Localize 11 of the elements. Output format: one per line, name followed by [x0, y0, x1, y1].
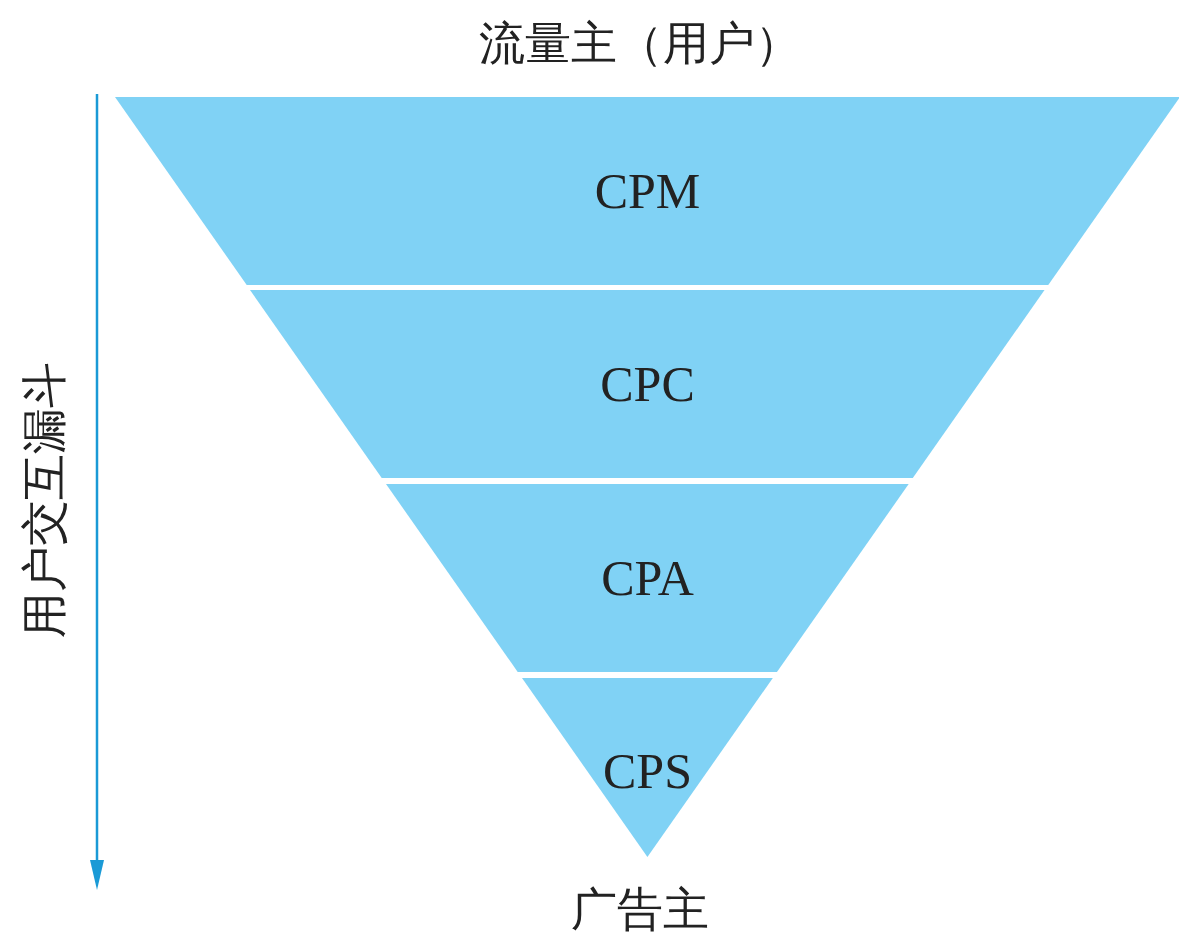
stage-label: CPA	[600, 549, 695, 608]
bottom-label: 广告主	[571, 883, 709, 937]
top-label: 流量主（用户）	[479, 17, 801, 71]
funnel-stage	[386, 484, 909, 672]
stage-label: CPM	[593, 162, 702, 221]
axis-label: 用户交互漏斗	[18, 362, 71, 638]
funnel-stage	[522, 678, 773, 857]
stage-label: CPS	[602, 741, 693, 801]
funnel-stage	[250, 290, 1045, 478]
stage-label: CPC	[599, 355, 696, 414]
funnel-stage	[115, 97, 1179, 285]
